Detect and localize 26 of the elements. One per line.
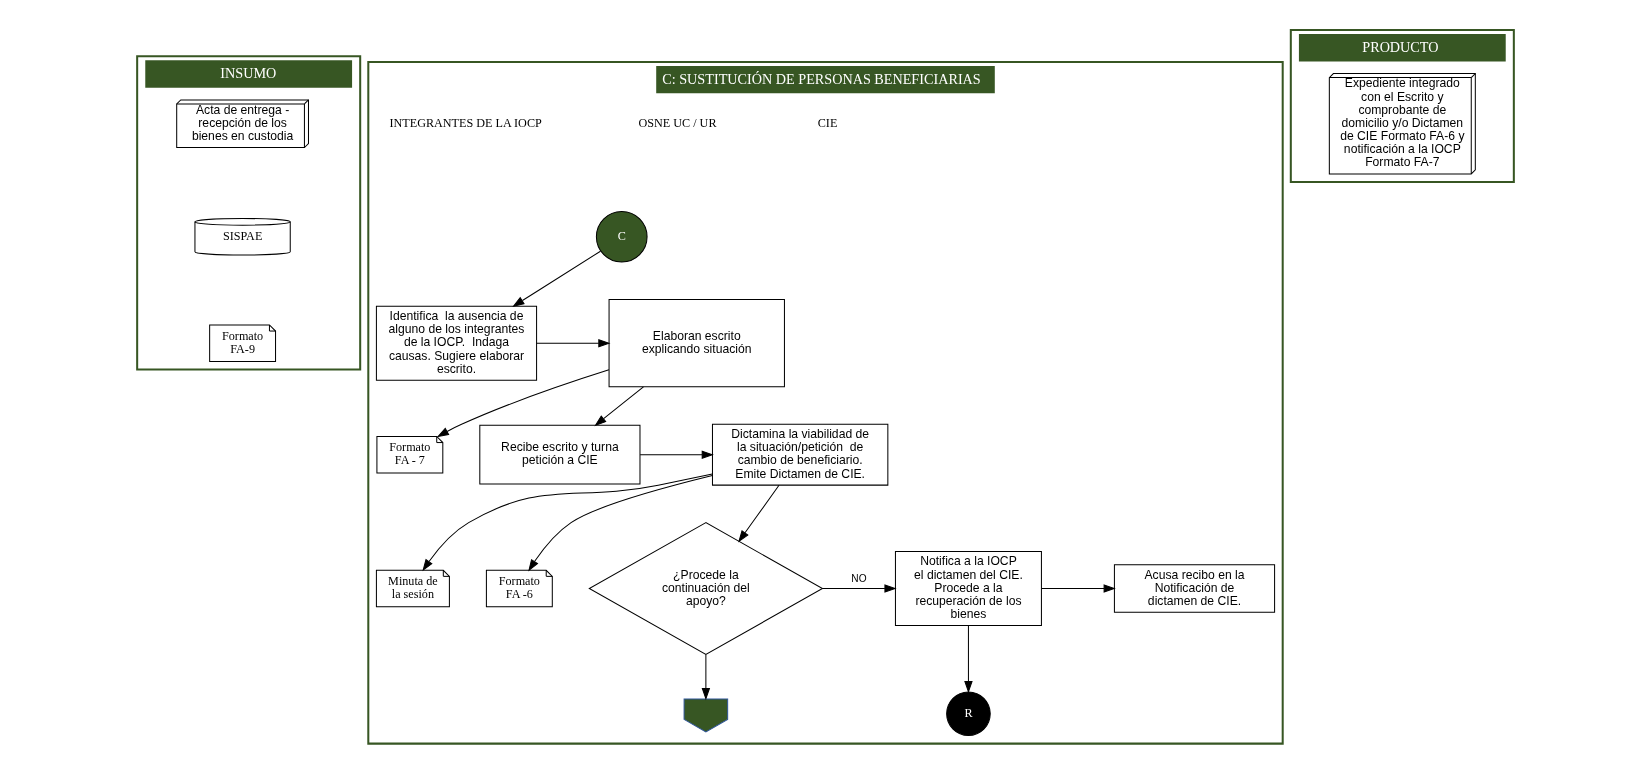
arrow: [701, 654, 710, 701]
arrow: [421, 473, 713, 572]
arrow: [593, 386, 644, 427]
arrow: [527, 475, 713, 572]
label: OSNE UC / UR: [637, 115, 716, 130]
node-box: Identifica la ausencia de alguno de los integrantes de la IOCP. Indaga causas. Sugiere elaborar escrito.: [375, 305, 537, 381]
arrow: [511, 250, 601, 307]
node-box: Recibe escrito y turna petición a CIE: [478, 424, 640, 485]
node-circle: C: [595, 210, 648, 263]
node-box: Acusa recibo en la Notificación de dictamen de CIE.: [1113, 564, 1275, 613]
arrow: [535, 338, 610, 348]
arrow: [737, 484, 779, 543]
node-circle: R: [945, 691, 991, 737]
arrow: [821, 584, 897, 593]
node-diamond: ¿Procede la continuación del apoyo?: [587, 522, 823, 655]
label: CIE: [817, 115, 837, 130]
node-box: Dictamina la viabilidad de la situación/petición de cambio de beneficiario. Emite Dictamen de CIE.: [711, 423, 888, 486]
arrow: [1040, 584, 1116, 593]
node-pentagon: [683, 698, 728, 733]
label: INTEGRANTES DE LA IOCP: [388, 115, 542, 130]
edge-label: NO: [850, 573, 867, 585]
arrow: [963, 625, 973, 694]
arrow: [436, 369, 609, 438]
arrow: [639, 450, 714, 459]
node-box: Elaboran escrito explicando situación: [608, 299, 785, 388]
node-box: Notifica a la IOCP el dictamen del CIE. Procede a la recuperación de los bienes: [894, 551, 1042, 627]
